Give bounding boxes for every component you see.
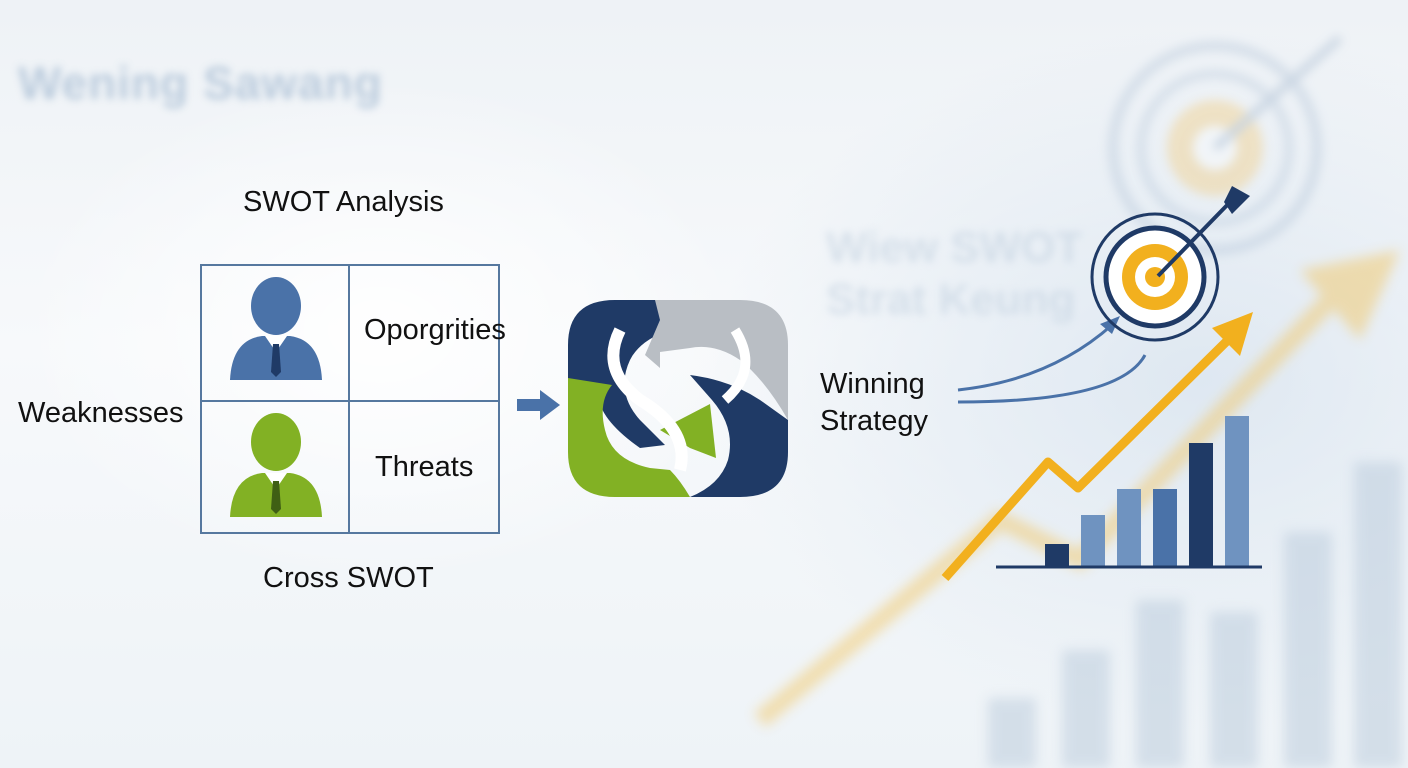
strategy-line-1: Winning [820,368,925,400]
swot-title: SWOT Analysis [243,186,444,218]
bar-chart-icon [996,416,1262,569]
cross-swot-label: Cross SWOT [263,562,434,594]
background-bar [1062,650,1110,768]
weaknesses-label: Weaknesses [18,397,184,429]
dart-arrow-icon [1156,186,1250,278]
opportunities-label: Oporgrities [364,314,506,346]
winning-strategy-label: Winning Strategy [820,366,928,440]
person-icon-green [230,413,322,517]
background-bar [1354,462,1402,768]
arrow-right-icon [517,390,560,420]
threats-label: Threats [375,451,474,483]
blurred-background-text: Wiew SWOT Strat Keung [826,223,1083,324]
grid-divider-vertical [348,264,350,534]
strategy-line-2: Strategy [820,405,928,437]
swot-grid [200,264,500,534]
background-bar [1136,600,1184,768]
person-icon-blue [230,277,322,380]
curve-lower [957,354,1147,404]
background-bar [1284,532,1332,768]
growth-arrow-icon [941,312,1253,581]
grid-divider-horizontal [200,400,500,402]
background-bar [1210,612,1258,768]
blurred-background-title: Wening Sawang [18,57,383,109]
background-bar [988,698,1036,768]
curve-arrow-head [1100,316,1120,334]
curve-upper [957,323,1113,392]
